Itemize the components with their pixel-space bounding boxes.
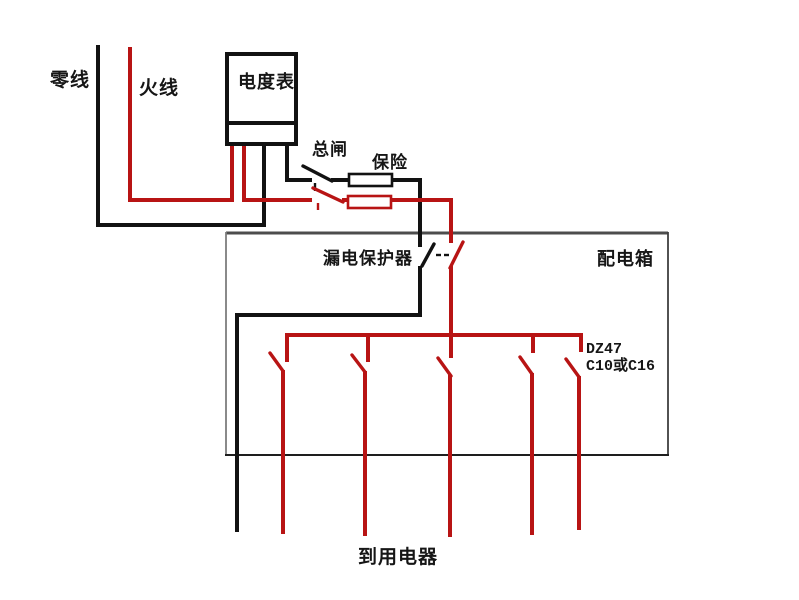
black-wire-to-protector	[331, 178, 422, 247]
branch-2-blade	[350, 353, 367, 374]
live-supply-wire	[128, 47, 234, 202]
meter-symbol	[225, 52, 298, 146]
distribution-box-outline	[225, 231, 669, 456]
leakage-blade-red	[448, 240, 465, 270]
distribution-bus	[285, 333, 583, 362]
branch-3-blade	[436, 356, 453, 378]
main-switch-label: 总闸	[312, 140, 348, 159]
fuse-label: 保险	[372, 153, 408, 172]
live-wiring	[128, 47, 583, 537]
branch-4-blade	[518, 355, 534, 376]
meter-label: 电度表	[238, 72, 295, 92]
neutral-wire-label: 零线	[50, 70, 91, 91]
to-appliances-label: 到用电器	[358, 547, 439, 568]
breaker-model-label: DZ47	[586, 341, 623, 358]
branch-5-blade	[564, 357, 581, 379]
leakage-blade-black	[420, 242, 436, 268]
distribution-box-label: 配电箱	[597, 249, 654, 269]
fuse-black-symbol	[347, 172, 394, 188]
neutral-output-wire	[235, 266, 422, 532]
branch-1-blade	[268, 351, 285, 373]
meter-box	[225, 52, 298, 146]
live-wire-label: 火线	[139, 78, 180, 99]
neutral-supply-wire	[96, 45, 266, 227]
leakage-protector-label: 漏电保护器	[323, 249, 413, 268]
meter-out-red-wire	[242, 146, 312, 202]
breaker-spec-label: C10或C16	[586, 358, 656, 375]
main-switch-red-blade	[311, 186, 345, 204]
meter-out-black-wire	[285, 146, 312, 182]
main-switch-black-blade	[301, 164, 334, 183]
neutral-wiring	[96, 45, 449, 532]
fuse-red-symbol	[346, 194, 393, 210]
